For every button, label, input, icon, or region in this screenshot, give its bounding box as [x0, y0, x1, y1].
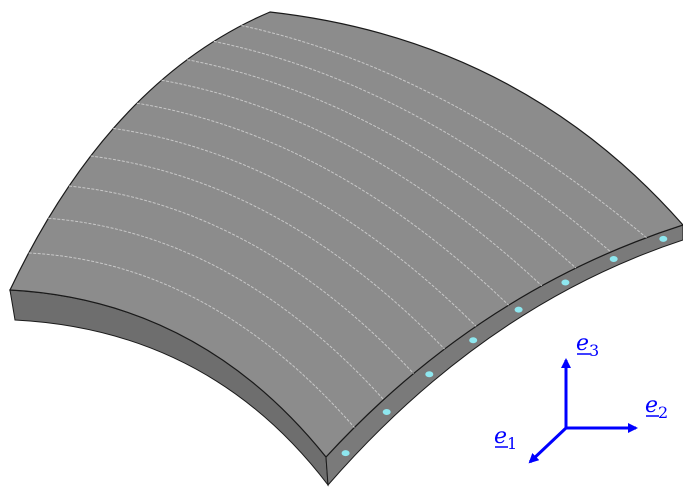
- ply-line: [90, 155, 445, 350]
- coordinate-axes: e3 e2 e1: [494, 331, 668, 464]
- fiber-marker: [425, 371, 434, 378]
- fiber-marker: [659, 235, 668, 242]
- fiber-marker: [561, 279, 570, 286]
- fiber-marker: [609, 256, 618, 262]
- axis-e2-label: e2: [645, 393, 668, 422]
- ply-line: [241, 25, 647, 239]
- ply-line: [113, 127, 477, 327]
- ply-line: [68, 185, 414, 374]
- ply-lines: [28, 25, 647, 428]
- axis-e1-arrow: [528, 426, 568, 464]
- axis-e1-label: e1: [494, 424, 517, 453]
- fiber-marker: [514, 306, 523, 313]
- fiber-markers: [341, 235, 668, 457]
- fiber-marker: [382, 409, 391, 415]
- fiber-marker: [469, 337, 478, 344]
- axis-e3-label: e3: [576, 331, 599, 360]
- fiber-marker: [341, 450, 350, 457]
- ply-line: [28, 252, 355, 428]
- ply-line: [213, 40, 612, 253]
- ply-line: [136, 102, 509, 306]
- ply-line: [48, 217, 384, 400]
- ply-line: [187, 59, 577, 269]
- ply-line: [161, 79, 543, 287]
- shell-top-surface: [9, 11, 683, 458]
